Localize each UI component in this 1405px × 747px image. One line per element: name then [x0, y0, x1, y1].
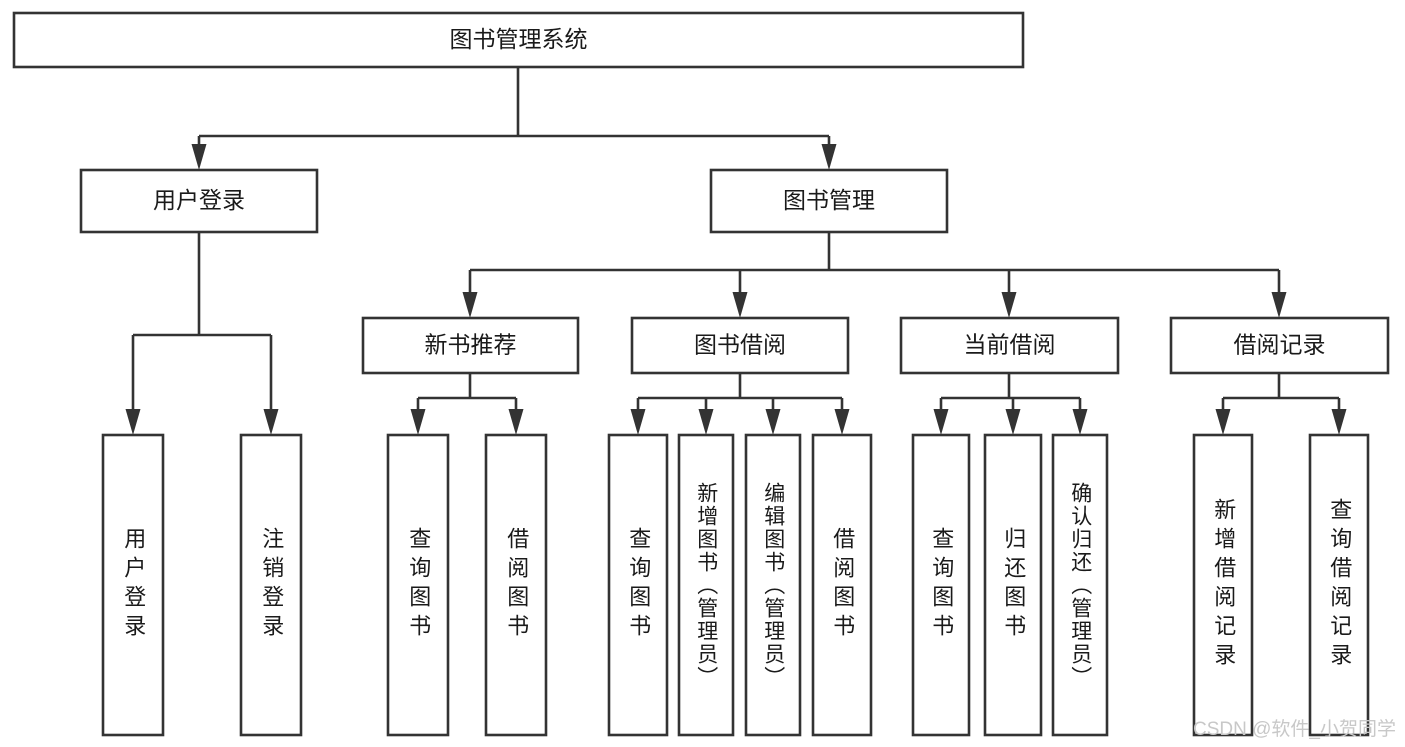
node-label-level1-1: 图书管理	[783, 187, 875, 213]
node-leaf-0[interactable]	[101, 433, 165, 737]
node-box-leaf-8[interactable]	[911, 433, 971, 737]
node-box-leaf-6[interactable]	[744, 433, 802, 737]
node-leaf-3[interactable]	[484, 433, 548, 737]
node-box-leaf-12[interactable]	[1308, 433, 1370, 737]
node-box-root-0[interactable]	[12, 11, 1025, 69]
node-box-level2-3[interactable]	[1169, 316, 1390, 375]
node-level2-3[interactable]	[1169, 316, 1390, 375]
node-box-leaf-9[interactable]	[983, 433, 1043, 737]
group-0-drop-1-arrowhead	[263, 409, 279, 435]
node-label-level2-3: 借阅记录	[1234, 332, 1326, 358]
node-box-leaf-0[interactable]	[101, 433, 165, 737]
node-box-level2-0[interactable]	[361, 316, 580, 375]
node-leaf-11[interactable]	[1192, 433, 1254, 737]
group-4-drop-2-arrowhead	[1072, 409, 1088, 435]
node-box-level1-0[interactable]	[79, 168, 319, 234]
group-3-drop-2-arrowhead	[765, 409, 781, 435]
node-label-level1-0: 用户登录	[153, 187, 245, 213]
node-leaf-10[interactable]	[1051, 433, 1109, 737]
node-level1-1[interactable]	[709, 168, 949, 234]
node-box-leaf-10[interactable]	[1051, 433, 1109, 737]
node-leaf-5[interactable]	[677, 433, 735, 737]
node-leaf-2[interactable]	[386, 433, 450, 737]
group-4-drop-1-arrowhead	[1005, 409, 1021, 435]
group-3-drop-1-arrowhead	[698, 409, 714, 435]
node-label-level2-2: 当前借阅	[964, 332, 1056, 358]
node-leaf-1[interactable]	[239, 433, 303, 737]
node-leaf-12[interactable]	[1308, 433, 1370, 737]
group-4-drop-0-arrowhead	[933, 409, 949, 435]
node-level2-0[interactable]	[361, 316, 580, 375]
node-level1-0[interactable]	[79, 168, 319, 234]
node-box-leaf-4[interactable]	[607, 433, 669, 737]
node-box-leaf-3[interactable]	[484, 433, 548, 737]
group-3-drop-3-arrowhead	[834, 409, 850, 435]
node-label-root-0: 图书管理系统	[450, 26, 588, 52]
node-box-level2-1[interactable]	[630, 316, 850, 375]
group-0-drop-0-arrowhead	[125, 409, 141, 435]
node-box-leaf-11[interactable]	[1192, 433, 1254, 737]
node-box-layer	[12, 11, 1390, 737]
node-box-leaf-5[interactable]	[677, 433, 735, 737]
node-box-leaf-2[interactable]	[386, 433, 450, 737]
csdn-watermark: CSDN @软件_小贺同学	[1193, 718, 1396, 740]
node-root-0[interactable]	[12, 11, 1025, 69]
group-3-drop-0-arrowhead	[630, 409, 646, 435]
node-leaf-4[interactable]	[607, 433, 669, 737]
group-2-drop-1-arrowhead	[508, 409, 524, 435]
group-5-drop-1-arrowhead	[1331, 409, 1347, 435]
group-1-drop-3-arrowhead	[1271, 292, 1287, 318]
node-label-level2-0: 新书推荐	[425, 332, 517, 358]
node-leaf-7[interactable]	[811, 433, 873, 737]
node-leaf-9[interactable]	[983, 433, 1043, 737]
node-box-level2-2[interactable]	[899, 316, 1120, 375]
root-drop-1-arrowhead	[821, 144, 837, 170]
group-1-drop-2-arrowhead	[1001, 292, 1017, 318]
node-leaf-8[interactable]	[911, 433, 971, 737]
node-label-level2-1: 图书借阅	[694, 332, 786, 358]
node-leaf-6[interactable]	[744, 433, 802, 737]
group-1-drop-1-arrowhead	[732, 292, 748, 318]
node-box-level1-1[interactable]	[709, 168, 949, 234]
group-1-drop-0-arrowhead	[462, 292, 478, 318]
node-box-leaf-1[interactable]	[239, 433, 303, 737]
group-2-drop-0-arrowhead	[410, 409, 426, 435]
node-level2-1[interactable]	[630, 316, 850, 375]
root-drop-0-arrowhead	[191, 144, 207, 170]
node-level2-2[interactable]	[899, 316, 1120, 375]
group-5-drop-0-arrowhead	[1215, 409, 1231, 435]
node-box-leaf-7[interactable]	[811, 433, 873, 737]
connector-layer	[125, 67, 1347, 435]
